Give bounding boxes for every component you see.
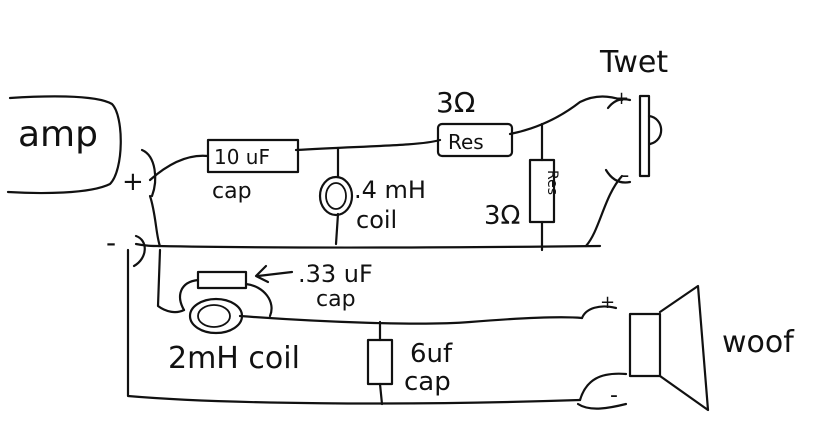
- wire-amp-minus: [134, 242, 162, 248]
- wire-coil-to-woofer-plus: [238, 314, 584, 325]
- woofer-label: woof: [722, 325, 795, 360]
- coil-0-4mh: .4 mH coil: [318, 175, 426, 234]
- wire-amp-plus-to-woofer: [156, 248, 186, 314]
- woofer-branch-wiring: [126, 248, 584, 406]
- res-shunt-value: 3Ω: [484, 201, 520, 231]
- cap-0-33uf-value: .33 uF: [298, 260, 373, 288]
- res-series-body-label: Res: [448, 130, 484, 154]
- amp-outline: [6, 95, 122, 195]
- amp-minus-terminal: [132, 234, 146, 268]
- cap-0-33uf-arrow-shaft: [256, 270, 294, 278]
- cap-0-33uf-body: [196, 270, 248, 290]
- woofer-plus-label: +: [600, 292, 615, 313]
- res-series-body: [436, 122, 514, 158]
- wire-cap033-right: [244, 282, 273, 318]
- amp-plus-terminal: [140, 148, 157, 198]
- cap-10uf-value: 10 uF: [214, 145, 270, 169]
- woofer-magnet: [628, 312, 662, 378]
- wire-res-to-tweeter-plus: [508, 95, 624, 136]
- wire-amp-plus-to-cap10: [148, 154, 210, 182]
- amp-label: amp: [18, 114, 98, 155]
- cap-10uf-body: [206, 138, 300, 174]
- woofer-cone: [658, 284, 710, 412]
- res-series: 3Ω Res: [436, 86, 514, 158]
- tweeter-dome: [647, 114, 663, 146]
- tweeter-minus-terminal: [604, 168, 632, 184]
- woofer-minus-wire: [576, 402, 628, 410]
- wire-tweeter-minus-return: [584, 174, 624, 248]
- cap-0-33uf-arrow-head: [254, 264, 270, 284]
- woofer-minus-terminal: [578, 372, 628, 402]
- tweeter-minus-label: -: [622, 163, 629, 187]
- wire-cap6-bottom: [378, 382, 384, 406]
- tweeter: Twet + -: [599, 45, 668, 187]
- wire-cap033-left: [179, 278, 200, 312]
- cap-10uf: 10 uF cap: [206, 138, 300, 204]
- coil-0-4mh-value: .4 mH: [354, 176, 426, 204]
- cap-6uf: 6uf cap: [366, 338, 453, 397]
- amp-plus-label: +: [122, 167, 144, 197]
- cap-0-33uf: .33 uF cap: [196, 260, 373, 312]
- woofer-minus-label: -: [610, 383, 618, 408]
- wire-coil-to-return: [334, 212, 340, 246]
- coil-2mh-label: 2mH coil: [168, 341, 300, 376]
- wire-amp-plus-down: [148, 194, 162, 248]
- woofer-plus-terminal: [580, 305, 618, 320]
- cap-0-33uf-name: cap: [316, 287, 356, 312]
- amp-minus-label: -: [106, 226, 116, 259]
- tweeter-body: [638, 94, 651, 178]
- coil-0-4mh-name: coil: [356, 206, 397, 234]
- coil-2mh: 2mH coil: [168, 297, 300, 376]
- cap-10uf-name: cap: [212, 179, 252, 204]
- res-shunt: Res 3Ω: [484, 158, 560, 231]
- wire-woofer-return: [126, 248, 582, 405]
- tweeter-branch-wiring: [134, 95, 624, 252]
- res-series-value: 3Ω: [436, 86, 475, 119]
- coil-0-4mh-outer: [318, 175, 354, 217]
- wire-cap10-to-res: [294, 138, 442, 152]
- res-shunt-body-label: Res: [544, 170, 560, 195]
- coil-2mh-outer: [188, 297, 244, 335]
- cap-6uf-body: [366, 338, 394, 386]
- wire-tweeter-return: [156, 244, 602, 249]
- cap-6uf-name: cap: [404, 367, 451, 397]
- amp-block: amp + -: [6, 95, 157, 268]
- coil-2mh-inner: [197, 304, 231, 328]
- tweeter-plus-label: +: [614, 88, 629, 109]
- cap-6uf-value: 6uf: [410, 339, 453, 369]
- tweeter-plus-terminal: [606, 98, 632, 110]
- res-shunt-body: [528, 158, 556, 224]
- coil-0-4mh-inner: [325, 182, 347, 210]
- woofer: woof + -: [576, 284, 795, 412]
- tweeter-label: Twet: [599, 45, 668, 80]
